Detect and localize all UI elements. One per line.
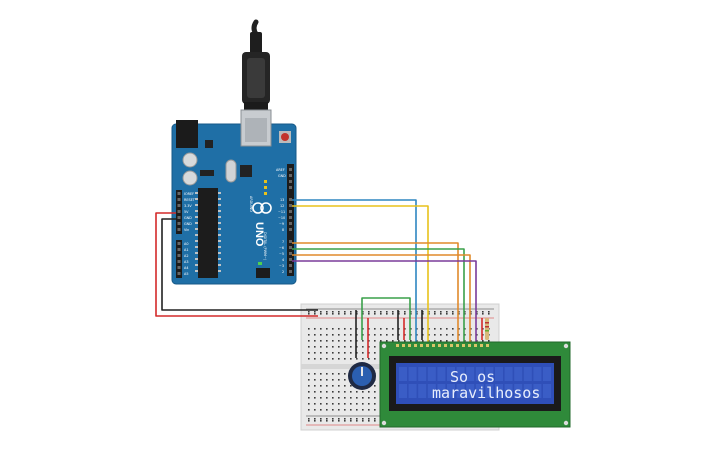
wire-pin4-green[interactable] <box>292 248 465 345</box>
arduino-brand-label: ARDUINO <box>249 196 253 212</box>
svg-text:A1: A1 <box>184 248 188 252</box>
arduino-uno-board[interactable]: ARDUINO UNO IOREF RESET 3.3V 5V GND GND … <box>171 109 297 285</box>
svg-text:7: 7 <box>282 240 284 244</box>
wire-contrast-green[interactable] <box>361 297 411 340</box>
wire-5v-red[interactable] <box>155 212 318 317</box>
on-led <box>258 262 262 265</box>
board-model-label: UNO <box>253 222 265 247</box>
wire-pin3-orange[interactable] <box>292 254 471 345</box>
potentiometer[interactable] <box>348 362 376 390</box>
svg-text:~6: ~6 <box>279 246 284 250</box>
dc-power-jack <box>176 120 198 148</box>
svg-text:AREF: AREF <box>276 168 285 172</box>
svg-text:DIGITAL (PWM~): DIGITAL (PWM~) <box>263 232 267 261</box>
svg-text:GND: GND <box>278 174 286 178</box>
svg-text:3.3V: 3.3V <box>184 204 192 208</box>
wire-gnd-black[interactable] <box>161 218 318 311</box>
arduino-logo <box>252 202 272 214</box>
wire-pin11-yellow[interactable] <box>292 205 429 345</box>
svg-text:~9: ~9 <box>279 222 284 226</box>
svg-text:~10: ~10 <box>278 216 285 220</box>
lcd-line-2: maravilhosos <box>432 384 540 402</box>
lcd-character-grid <box>399 367 551 398</box>
svg-text:8: 8 <box>282 228 284 232</box>
svg-text:~11: ~11 <box>278 210 285 214</box>
capacitor <box>182 152 198 168</box>
resistor[interactable] <box>485 318 489 340</box>
svg-text:IOREF: IOREF <box>184 192 194 196</box>
svg-text:A4: A4 <box>184 266 188 270</box>
svg-text:~5: ~5 <box>279 252 284 256</box>
svg-text:2: 2 <box>282 270 284 274</box>
svg-text:5V: 5V <box>184 210 189 214</box>
svg-text:A2: A2 <box>184 254 188 258</box>
svg-text:GND: GND <box>184 222 192 226</box>
wires <box>155 199 483 358</box>
crystal-oscillator <box>225 159 237 183</box>
svg-text:A3: A3 <box>184 260 188 264</box>
svg-text:GND: GND <box>184 216 192 220</box>
svg-text:A0: A0 <box>184 242 188 246</box>
capacitor <box>182 170 198 186</box>
wire-pin5-orange[interactable] <box>292 242 459 345</box>
wire-pin2-purple[interactable] <box>292 260 477 345</box>
svg-text:12: 12 <box>280 204 284 208</box>
lcd-line-1: So os <box>450 368 495 386</box>
svg-text:RESET: RESET <box>184 198 196 202</box>
lcd-16x2-module[interactable]: So os maravilhosos <box>379 341 571 428</box>
icsp-header <box>256 268 270 278</box>
svg-text:~3: ~3 <box>279 264 284 268</box>
atmega-chip <box>198 188 218 278</box>
analog-header: A0 A1 A2 A3 A4 A5 <box>176 240 188 278</box>
svg-text:Vin: Vin <box>184 228 189 232</box>
wire-pin12-blue[interactable] <box>292 199 417 345</box>
usb-cable[interactable] <box>242 19 270 110</box>
power-header: IOREF RESET 3.3V 5V GND GND Vin <box>176 190 196 234</box>
svg-text:A5: A5 <box>184 272 188 276</box>
svg-text:13: 13 <box>280 198 284 202</box>
lcd-pin-row <box>396 344 489 347</box>
svg-text:4: 4 <box>282 258 284 262</box>
digital-header: AREF GND 13 12 ~11 ~10 ~9 8 7 ~6 ~5 4 ~3… <box>263 164 294 276</box>
